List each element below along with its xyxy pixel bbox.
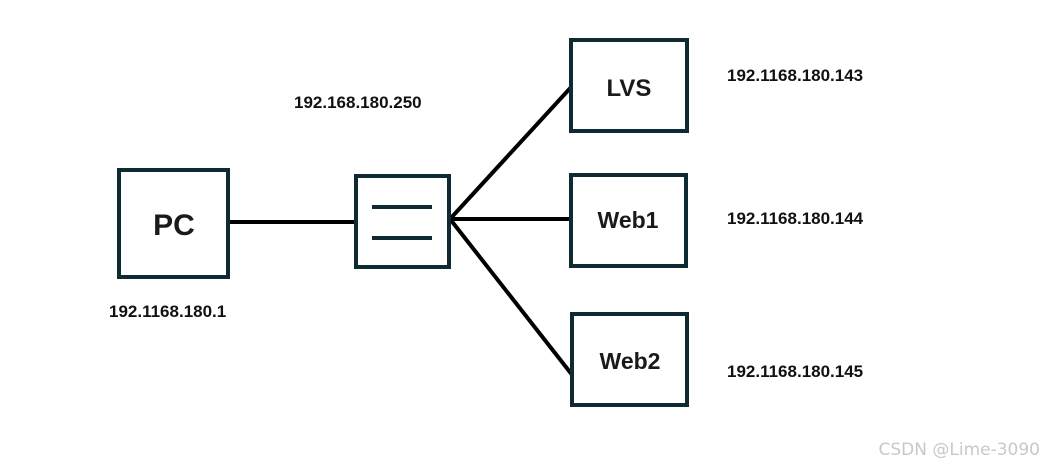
web1-ip-label: 192.1168.180.144 — [727, 209, 864, 228]
web1-label: Web1 — [598, 207, 659, 233]
web2-box — [570, 312, 689, 407]
lvs-node: LVS — [569, 38, 689, 133]
pc-label: PC — [153, 209, 195, 242]
pc-box — [117, 168, 230, 279]
web1-box — [569, 173, 688, 268]
watermark-text: CSDN @Lime-3090 — [879, 440, 1040, 460]
pc-node: PC — [117, 168, 230, 279]
web1-node: Web1 — [569, 173, 688, 268]
lvs-ip-label: 192.1168.180.143 — [727, 66, 863, 85]
pc-ip-label: 192.1168.180.1 — [109, 302, 226, 321]
web2-node: Web2 — [570, 312, 689, 407]
link-switch-web2 — [448, 217, 575, 378]
switch-ip-label: 192.168.180.250 — [294, 93, 422, 112]
lvs-box — [569, 38, 689, 133]
lvs-label: LVS — [607, 75, 652, 102]
web2-label: Web2 — [600, 348, 661, 374]
switch-node — [354, 174, 451, 269]
switch-box — [354, 174, 451, 269]
link-switch-lvs — [448, 82, 576, 221]
web2-ip-label: 192.1168.180.145 — [727, 362, 863, 381]
